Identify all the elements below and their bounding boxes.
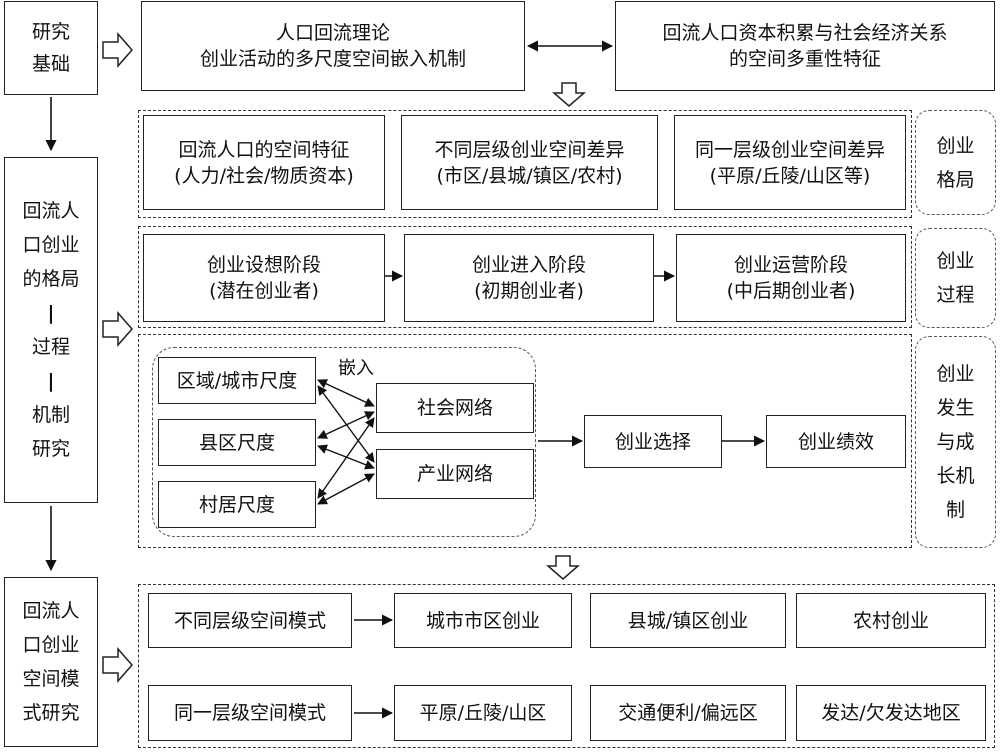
hollow-arrow-right (102, 311, 133, 347)
pattern-label-line: 格局 (936, 168, 975, 191)
theory-box: 人口回流理论 创业活动的多尺度空间嵌入机制 (141, 1, 525, 91)
ppm-line: 回流人 (22, 200, 80, 222)
conception-line: (潜在创业者) (209, 280, 319, 302)
modes-section (138, 584, 995, 748)
ppm-line: 机制 (31, 404, 70, 426)
cross-level-diff-line: 不同层级创业空间差异 (434, 138, 625, 161)
process-label: 创业 过程 (915, 228, 996, 328)
mechanism-label-line: 制 (945, 499, 965, 521)
scale-region-city: 区域/城市尺度 (158, 357, 316, 404)
pattern-process-mechanism-box: 回流人 口创业 的格局 | 过程 | 机制 研究 (4, 157, 98, 503)
choice-box: 创业选择 (584, 415, 722, 468)
same-level-diff-line: 同一层级创业空间差异 (694, 138, 885, 161)
spatial-features-line: (人力/社会/物质资本) (174, 164, 354, 187)
research-basis-line: 研究 (31, 21, 70, 43)
entry-stage-box: 创业进入阶段 (初期创业者) (404, 234, 654, 322)
cross-level-mode-box: 不同层级空间模式 (148, 593, 352, 648)
ppm-line: 研究 (31, 438, 70, 460)
hollow-arrow-down (551, 82, 587, 107)
industry-network-box: 产业网络 (376, 449, 534, 499)
performance-box: 创业绩效 (766, 415, 906, 468)
ppm-line: 过程 (31, 336, 70, 358)
ppm-line: 口创业 (22, 234, 80, 256)
scale-village: 村居尺度 (158, 481, 316, 528)
smr-line: 式研究 (22, 702, 80, 724)
theory-line: 人口回流理论 (275, 22, 390, 44)
scale-text: 县区尺度 (198, 431, 275, 454)
cross-level-diff-line: (市区/县城/镇区/农村) (436, 164, 623, 187)
same-level-mode-box: 同一层级空间模式 (148, 685, 352, 741)
process-section (138, 226, 912, 328)
social-network-box: 社会网络 (376, 383, 534, 433)
scale-county: 县区尺度 (158, 419, 316, 466)
mechanism-label: 创业 发生 与成 长机 制 (915, 336, 996, 548)
hollow-arrow-right (102, 32, 133, 68)
scale-text: 村居尺度 (198, 493, 275, 516)
pattern-label: 创业 格局 (915, 110, 996, 215)
mode-item: 县城/镇区创业 (627, 609, 749, 632)
mechanism-label-line: 与成 (936, 431, 975, 453)
pattern-section (138, 110, 912, 218)
operation-line: (中后期创业者) (726, 280, 856, 302)
smr-line: 口创业 (22, 634, 80, 656)
features-line: 回流人口资本积累与社会经济关系 (662, 22, 948, 44)
theory-line: 创业活动的多尺度空间嵌入机制 (199, 48, 466, 70)
scale-text: 区域/城市尺度 (176, 369, 298, 392)
ppm-separator: | (47, 302, 55, 324)
hollow-arrow-right (102, 647, 133, 683)
network-text: 产业网络 (416, 463, 493, 485)
research-basis-line: 基础 (31, 53, 70, 75)
smr-line: 空间模 (22, 668, 80, 690)
mode-item: 城市市区创业 (425, 609, 540, 632)
mechanism-label-line: 发生 (936, 397, 975, 419)
spatial-features-line: 回流人口的空间特征 (178, 138, 350, 161)
rural-box: 农村创业 (796, 593, 986, 648)
network-text: 社会网络 (416, 397, 493, 419)
process-label-line: 创业 (936, 250, 975, 272)
operation-stage-box: 创业运营阶段 (中后期创业者) (676, 234, 906, 322)
embed-arrow (317, 473, 375, 505)
pattern-label-line: 创业 (936, 134, 975, 157)
ppm-line: 的格局 (22, 268, 80, 290)
features-box: 回流人口资本积累与社会经济关系 的空间多重性特征 (615, 1, 995, 91)
embed-label: 嵌入 (338, 358, 374, 379)
entry-line: 创业进入阶段 (471, 254, 586, 276)
same-level-diff-line: (平原/丘陵/山区等) (709, 164, 871, 187)
features-line: 的空间多重性特征 (728, 48, 881, 70)
smr-line: 回流人 (22, 600, 80, 622)
county-town-box: 县城/镇区创业 (590, 593, 786, 648)
spatial-features-box: 回流人口的空间特征 (人力/社会/物质资本) (143, 115, 385, 210)
mechanism-label-line: 创业 (936, 363, 975, 385)
spatial-mode-research-box: 回流人 口创业 空间模 式研究 (4, 577, 98, 747)
scale-group (152, 347, 536, 537)
development-box: 发达/欠发达地区 (796, 685, 986, 741)
operation-line: 创业运营阶段 (733, 254, 848, 276)
terrain-box: 平原/丘陵/山区 (394, 685, 572, 741)
mode-item: 平原/丘陵/山区 (419, 702, 547, 724)
mechanism-label-line: 长机 (936, 465, 975, 487)
mode-item: 农村创业 (852, 609, 929, 632)
mode-item: 发达/欠发达地区 (821, 702, 961, 724)
research-basis-box: 研究 基础 (4, 1, 98, 95)
mode-title: 同一层级空间模式 (173, 702, 326, 724)
mode-title: 不同层级空间模式 (173, 609, 326, 632)
conception-line: 创业设想阶段 (206, 254, 321, 276)
mode-item: 交通便利/偏远区 (618, 702, 758, 724)
mechanism-section (138, 334, 912, 548)
process-label-line: 过程 (936, 284, 975, 306)
hollow-arrow-down (545, 555, 581, 580)
urban-district-box: 城市市区创业 (394, 593, 572, 648)
performance-text: 创业绩效 (797, 430, 874, 453)
conception-stage-box: 创业设想阶段 (潜在创业者) (143, 234, 385, 322)
same-level-diff-box: 同一层级创业空间差异 (平原/丘陵/山区等) (674, 115, 906, 210)
entry-line: (初期创业者) (474, 280, 584, 302)
choice-text: 创业选择 (614, 430, 691, 453)
ppm-separator: | (47, 370, 55, 392)
transport-box: 交通便利/偏远区 (590, 685, 786, 741)
cross-level-diff-box: 不同层级创业空间差异 (市区/县城/镇区/农村) (401, 115, 658, 210)
